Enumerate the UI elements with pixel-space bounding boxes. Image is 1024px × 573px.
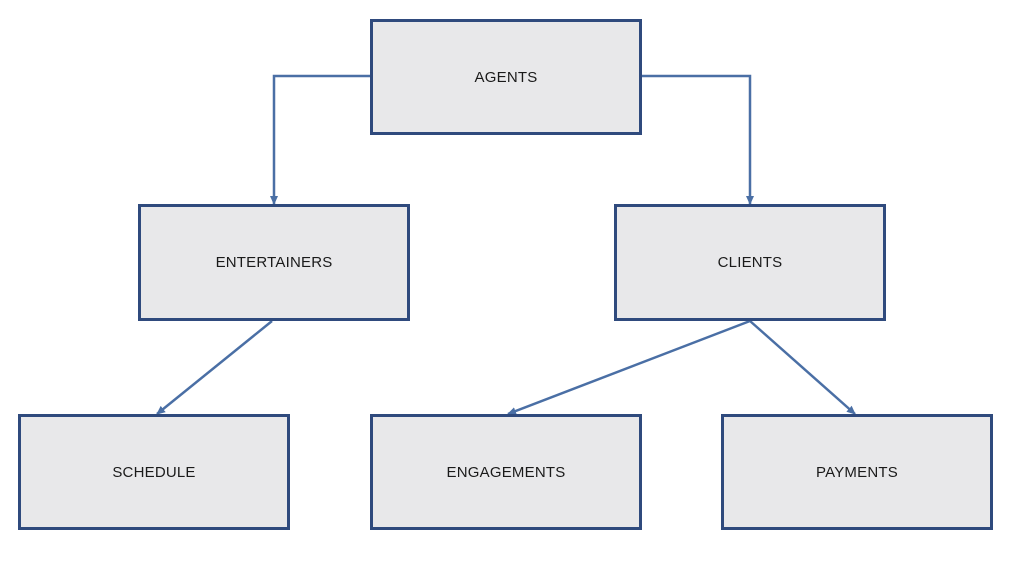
node-label: PAYMENTS — [816, 463, 898, 481]
node-label: AGENTS — [474, 68, 538, 86]
edge-agents-entertainers — [270, 74, 370, 205]
node-entertainers: ENTERTAINERS — [138, 204, 410, 321]
node-label: SCHEDULE — [112, 463, 196, 481]
edge-clients-engagements — [507, 319, 751, 416]
node-agents: AGENTS — [370, 19, 642, 135]
node-payments: PAYMENTS — [721, 414, 993, 530]
node-clients: CLIENTS — [614, 204, 886, 321]
edge-entertainers-schedule — [156, 320, 273, 415]
node-label: ENTERTAINERS — [215, 254, 333, 271]
node-engagements: ENGAGEMENTS — [370, 414, 642, 530]
node-label: CLIENTS — [717, 254, 783, 271]
edge-clients-payments — [749, 320, 856, 415]
edge-agents-clients — [642, 74, 754, 205]
node-label: ENGAGEMENTS — [446, 463, 566, 481]
node-schedule: SCHEDULE — [18, 414, 290, 530]
